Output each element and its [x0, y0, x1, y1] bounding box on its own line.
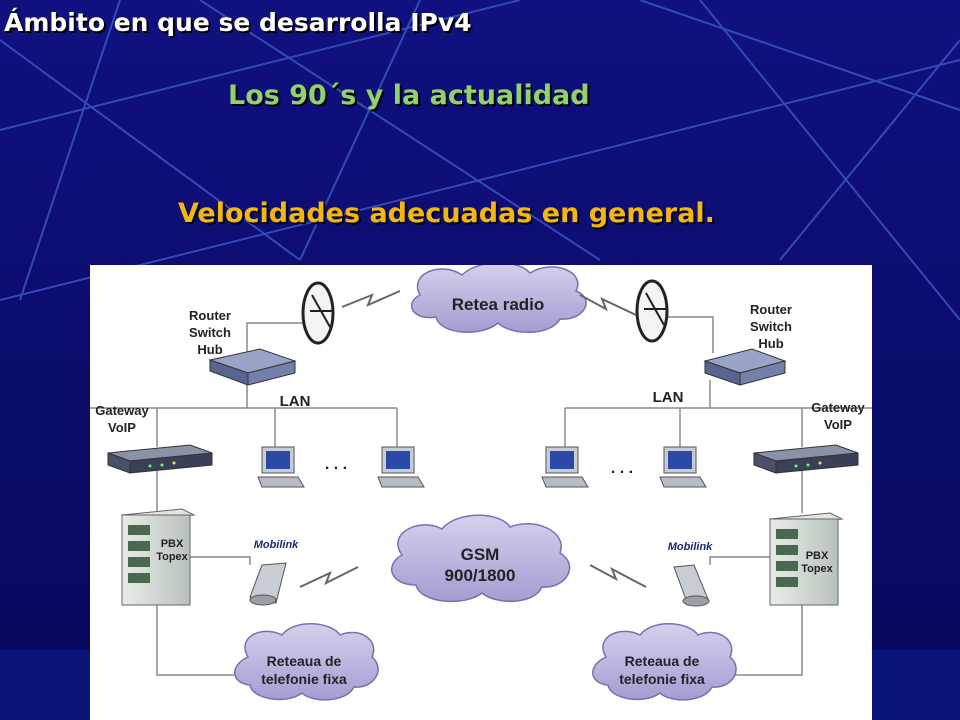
- pbx-left-label-2: Topex: [156, 551, 188, 563]
- mobilink-left-logo: Mobilink: [254, 539, 299, 551]
- radio-link-right-icon: [579, 294, 637, 316]
- fixed-network-cloud-right: [592, 623, 737, 701]
- slide-subtitle: Los 90´s y la actualidad: [228, 80, 590, 111]
- computer-icon: [659, 446, 707, 488]
- gsm-cloud: [391, 514, 571, 603]
- lan-dots-left: . . .: [325, 456, 347, 473]
- lan-dots-right: . . .: [611, 460, 633, 477]
- gsm-link-left-icon: [299, 566, 359, 588]
- computer-icon: [377, 446, 425, 488]
- radio-cloud: [410, 265, 587, 333]
- pbx-left-label-1: PBX: [161, 538, 184, 550]
- radio-link-left-icon: [341, 290, 401, 308]
- pbx-rack-right-icon: [768, 512, 844, 606]
- gsm-link-right-icon: [589, 564, 647, 588]
- slide-bullet: Velocidades adecuadas en general.: [178, 198, 715, 229]
- computer-icon: [541, 446, 589, 488]
- computer-icon: [257, 446, 305, 488]
- router-left-label-1: Router: [189, 308, 231, 323]
- gateway-right-label-1: Gateway: [811, 400, 865, 415]
- network-diagram: Retea radio Router Switch Hub Router Swi…: [90, 265, 872, 720]
- radio-cloud-label: Retea radio: [452, 295, 545, 314]
- router-left-icon: [208, 348, 297, 386]
- gateway-left-label-1: Gateway: [95, 403, 149, 418]
- gateway-right-icon: [753, 444, 859, 474]
- pbx-right-label-2: Topex: [801, 563, 833, 575]
- router-right-icon: [703, 348, 787, 386]
- mobilink-right-logo: Mobilink: [668, 541, 713, 553]
- gsm-terminal-right-icon: [673, 564, 710, 607]
- gsm-terminal-left-icon: [249, 562, 287, 606]
- radio-dish-left-icon: [301, 281, 335, 345]
- router-right-label-2: Switch: [750, 319, 792, 334]
- lan-right-label: LAN: [653, 389, 684, 406]
- gateway-right-label-2: VoIP: [824, 417, 852, 432]
- router-right-label-3: Hub: [758, 336, 783, 351]
- lan-left-label: LAN: [280, 393, 311, 410]
- pbx-right-label-1: PBX: [806, 550, 829, 562]
- fixed-network-right-label-2: telefonie fixa: [619, 671, 705, 687]
- gateway-left-icon: [107, 444, 213, 474]
- gsm-cloud-label-2: 900/1800: [445, 566, 516, 585]
- pbx-rack-left-icon: [120, 508, 196, 606]
- fixed-network-cloud-left: [234, 623, 379, 701]
- gsm-cloud-label-1: GSM: [461, 545, 500, 564]
- slide-title: Ámbito en que se desarrolla IPv4: [4, 8, 472, 37]
- router-left-label-3: Hub: [197, 342, 222, 357]
- router-right-label-1: Router: [750, 302, 792, 317]
- gateway-left-label-2: VoIP: [108, 420, 136, 435]
- radio-dish-right-icon: [635, 279, 669, 343]
- router-left-label-2: Switch: [189, 325, 231, 340]
- fixed-network-right-label-1: Reteaua de: [625, 653, 700, 669]
- fixed-network-left-label-2: telefonie fixa: [261, 671, 347, 687]
- fixed-network-left-label-1: Reteaua de: [267, 653, 342, 669]
